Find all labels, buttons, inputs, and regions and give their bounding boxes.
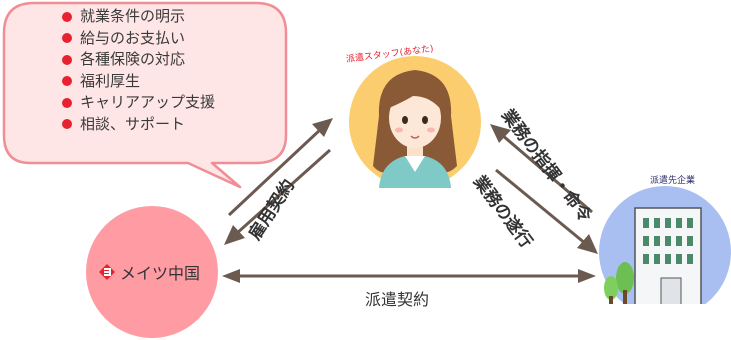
dispatch-arrow-left-head: [222, 269, 240, 283]
bubble-item: 福利厚生: [62, 71, 215, 93]
company-logo: メイツ中国: [98, 260, 200, 284]
bubble-item: キャリアアップ支援: [62, 92, 215, 114]
dispatch-arrow-right-head: [578, 269, 596, 283]
employment-arrow-up-head: [312, 118, 333, 137]
employment-arrow-down: [235, 148, 331, 236]
bubble-list: 就業条件の明示 給与のお支払い 各種保険の対応 福利厚生 キャリアアップ支援 相…: [62, 6, 215, 135]
direction-arrow-head: [490, 124, 511, 143]
client-caption: 派遣先企業: [650, 176, 696, 186]
arrows-group: [222, 118, 598, 283]
work-arrow: [495, 168, 587, 246]
bubble-item: 就業条件の明示: [62, 6, 215, 28]
company-logo-icon: [99, 264, 115, 280]
employment-arrow-up: [227, 126, 324, 217]
building-icon: [599, 207, 731, 318]
bubble-item: 相談、サポート: [62, 114, 215, 136]
work-arrow-head: [577, 234, 598, 254]
bullet-icon: [62, 33, 72, 44]
bubble-item: 給与のお支払い: [62, 28, 215, 50]
bubble-item: 各種保険の対応: [62, 49, 215, 71]
client-circle: [599, 186, 731, 318]
bullet-icon: [62, 11, 72, 22]
bullet-icon: [62, 97, 72, 108]
employment-arrow-down-head: [224, 225, 245, 245]
bullet-icon: [62, 76, 72, 87]
bullet-icon: [62, 54, 72, 65]
dispatch-contract-label: 派遣契約: [365, 290, 430, 309]
staff-circle: [349, 56, 481, 188]
staff-person-icon: [373, 70, 457, 188]
company-name: メイツ中国: [120, 264, 201, 283]
direction-arrow: [501, 133, 593, 214]
bullet-icon: [62, 119, 72, 130]
